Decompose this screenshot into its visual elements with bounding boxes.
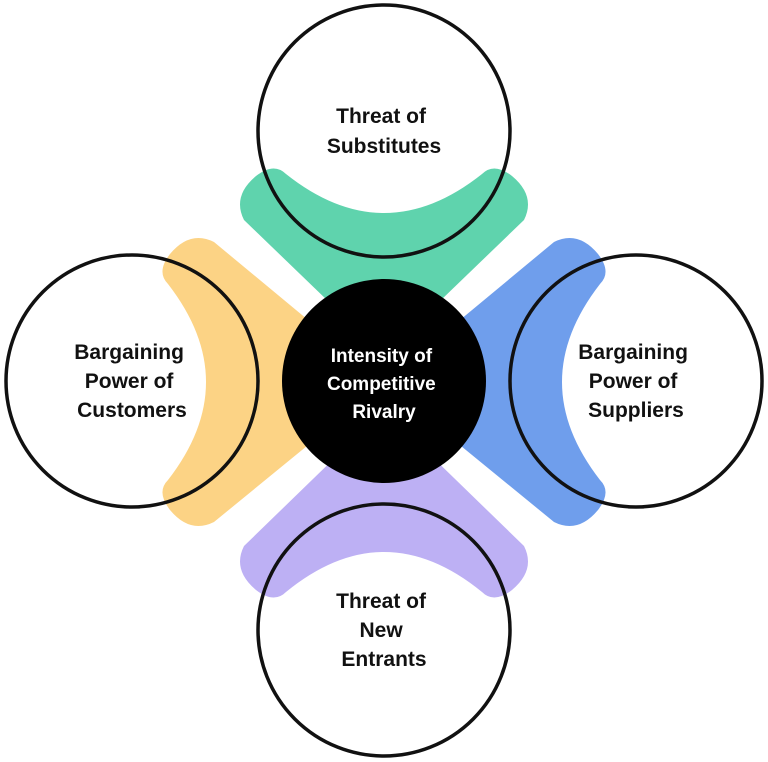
petal-right-suppliers [384,238,606,526]
center-circle [282,279,486,483]
label-intensity-of-competitive-rivalry: Intensity of Competitive Rivalry [327,346,441,423]
label-threat-of-substitutes: Threat of Substitutes [327,105,441,158]
force-circle-bottom [256,502,512,758]
petal-top-substitutes [240,168,528,355]
force-circle-left [4,253,260,509]
label-bargaining-power-suppliers: Bargaining Power of Suppliers [578,341,694,422]
petal-left-customers [162,238,384,526]
label-bargaining-power-customers: Bargaining Power of Customers [74,341,190,422]
force-circle-right [508,253,764,509]
label-threat-of-new-entrants: Threat of New Entrants [336,590,432,671]
force-circle-top [256,3,512,259]
